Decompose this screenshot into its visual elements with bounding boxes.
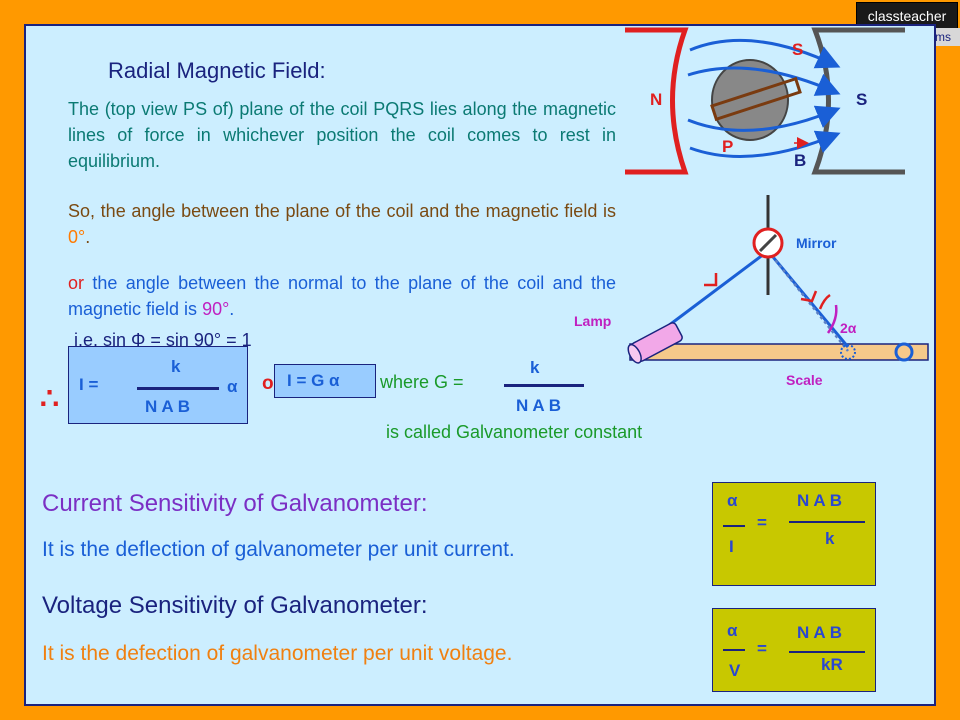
eq2-text: I = G α <box>287 371 340 390</box>
cs-nab: N A B <box>797 491 843 510</box>
angle-zero-text: So, the angle between the plane of the c… <box>68 201 616 221</box>
radial-magnet-diagram: S N S P B <box>625 27 905 175</box>
angle-ninety-text: the angle between the normal to the plan… <box>68 273 616 319</box>
magnet-n-label: N <box>650 90 662 109</box>
ninety-degree-value: 90° <box>202 299 230 319</box>
lamp-icon <box>627 322 683 364</box>
radial-field-title: Radial Magnetic Field: <box>108 58 326 83</box>
angle-ninety-end: . <box>229 299 235 319</box>
cs-current: I <box>729 537 734 556</box>
therefore-symbol: ∴ <box>40 383 60 416</box>
eq1-alpha: α <box>227 377 238 396</box>
g-denominator: N A B <box>516 396 562 415</box>
south-pole-piece <box>811 27 905 175</box>
coil-ps <box>710 76 802 122</box>
voltage-sensitivity-formula: α V = N A B kR <box>712 608 876 692</box>
scale-bar <box>629 343 929 361</box>
cs-equals: = <box>757 513 767 532</box>
current-formula-box: I = k N A B α <box>68 346 248 424</box>
current-sensitivity-formula: α I = N A B k <box>712 482 876 586</box>
or-word: or <box>68 273 85 293</box>
voltage-sensitivity-heading: Voltage Sensitivity of Galvanometer: <box>42 592 428 619</box>
cs-alpha: α <box>727 491 738 510</box>
galvanometer-constant-text: is called Galvanometer constant <box>386 422 643 442</box>
reflected-arrow <box>800 290 818 303</box>
magnet-b-label: B <box>794 151 806 170</box>
eq1-denominator: N A B <box>145 397 191 416</box>
slide-panel: Radial Magnetic Field: The (top view PS … <box>24 24 936 706</box>
cs-left-line <box>723 525 745 527</box>
eq1-numerator: k <box>171 357 181 376</box>
angle-ninety-paragraph: or the angle between the normal to the p… <box>68 270 616 322</box>
voltage-sensitivity-text: It is the defection of galvanometer per … <box>42 642 513 665</box>
incident-arrow <box>704 273 718 287</box>
where-g-label: where G = <box>380 372 464 392</box>
vs-voltage: V <box>729 661 741 680</box>
mirror-label: Mirror <box>796 235 837 251</box>
eq1-lhs: I = <box>79 375 99 394</box>
vs-right-line <box>789 651 865 653</box>
current-sensitivity-text: It is the deflection of galvanometer per… <box>42 538 515 561</box>
angle-zero-paragraph: So, the angle between the plane of the c… <box>68 198 616 250</box>
angle-zero-end: . <box>85 227 91 247</box>
vs-equals: = <box>757 639 767 658</box>
mirror-surface <box>758 233 778 253</box>
deflected-arrow <box>818 293 831 310</box>
magnet-p-label: P <box>722 137 733 156</box>
spot-old <box>840 344 856 360</box>
current-sensitivity-heading: Current Sensitivity of Galvanometer: <box>42 490 428 517</box>
vs-left-line <box>723 649 745 651</box>
spot-new <box>894 342 914 362</box>
vs-alpha: α <box>727 621 738 640</box>
sin-phi-line: i.e. sin Φ = sin 90° = 1 <box>74 330 252 350</box>
g-numerator: k <box>530 358 540 377</box>
angle-label: 2α <box>840 320 857 336</box>
coil-plane-paragraph: The (top view PS of) plane of the coil P… <box>68 99 616 171</box>
g-alpha-box: I = G α <box>274 364 376 398</box>
soft-iron-core <box>711 59 789 141</box>
magnet-s-right: S <box>856 90 867 109</box>
g-fraction-line <box>504 384 584 387</box>
north-pole-piece <box>625 27 689 175</box>
cs-right-line <box>789 521 865 523</box>
field-lines <box>687 38 841 158</box>
scale-label: Scale <box>786 372 823 388</box>
angle-arc <box>826 304 838 334</box>
eq1-fraction-line <box>137 387 219 390</box>
lamp-label: Lamp <box>574 313 611 329</box>
lamp-scale-diagram: Mirror Lamp 2α Scale <box>574 195 929 388</box>
cs-k: k <box>825 529 835 548</box>
vs-kr: kR <box>821 655 843 674</box>
vs-nab: N A B <box>797 623 843 642</box>
magnet-s-top: S <box>792 40 803 59</box>
zero-degree-value: 0° <box>68 227 86 247</box>
